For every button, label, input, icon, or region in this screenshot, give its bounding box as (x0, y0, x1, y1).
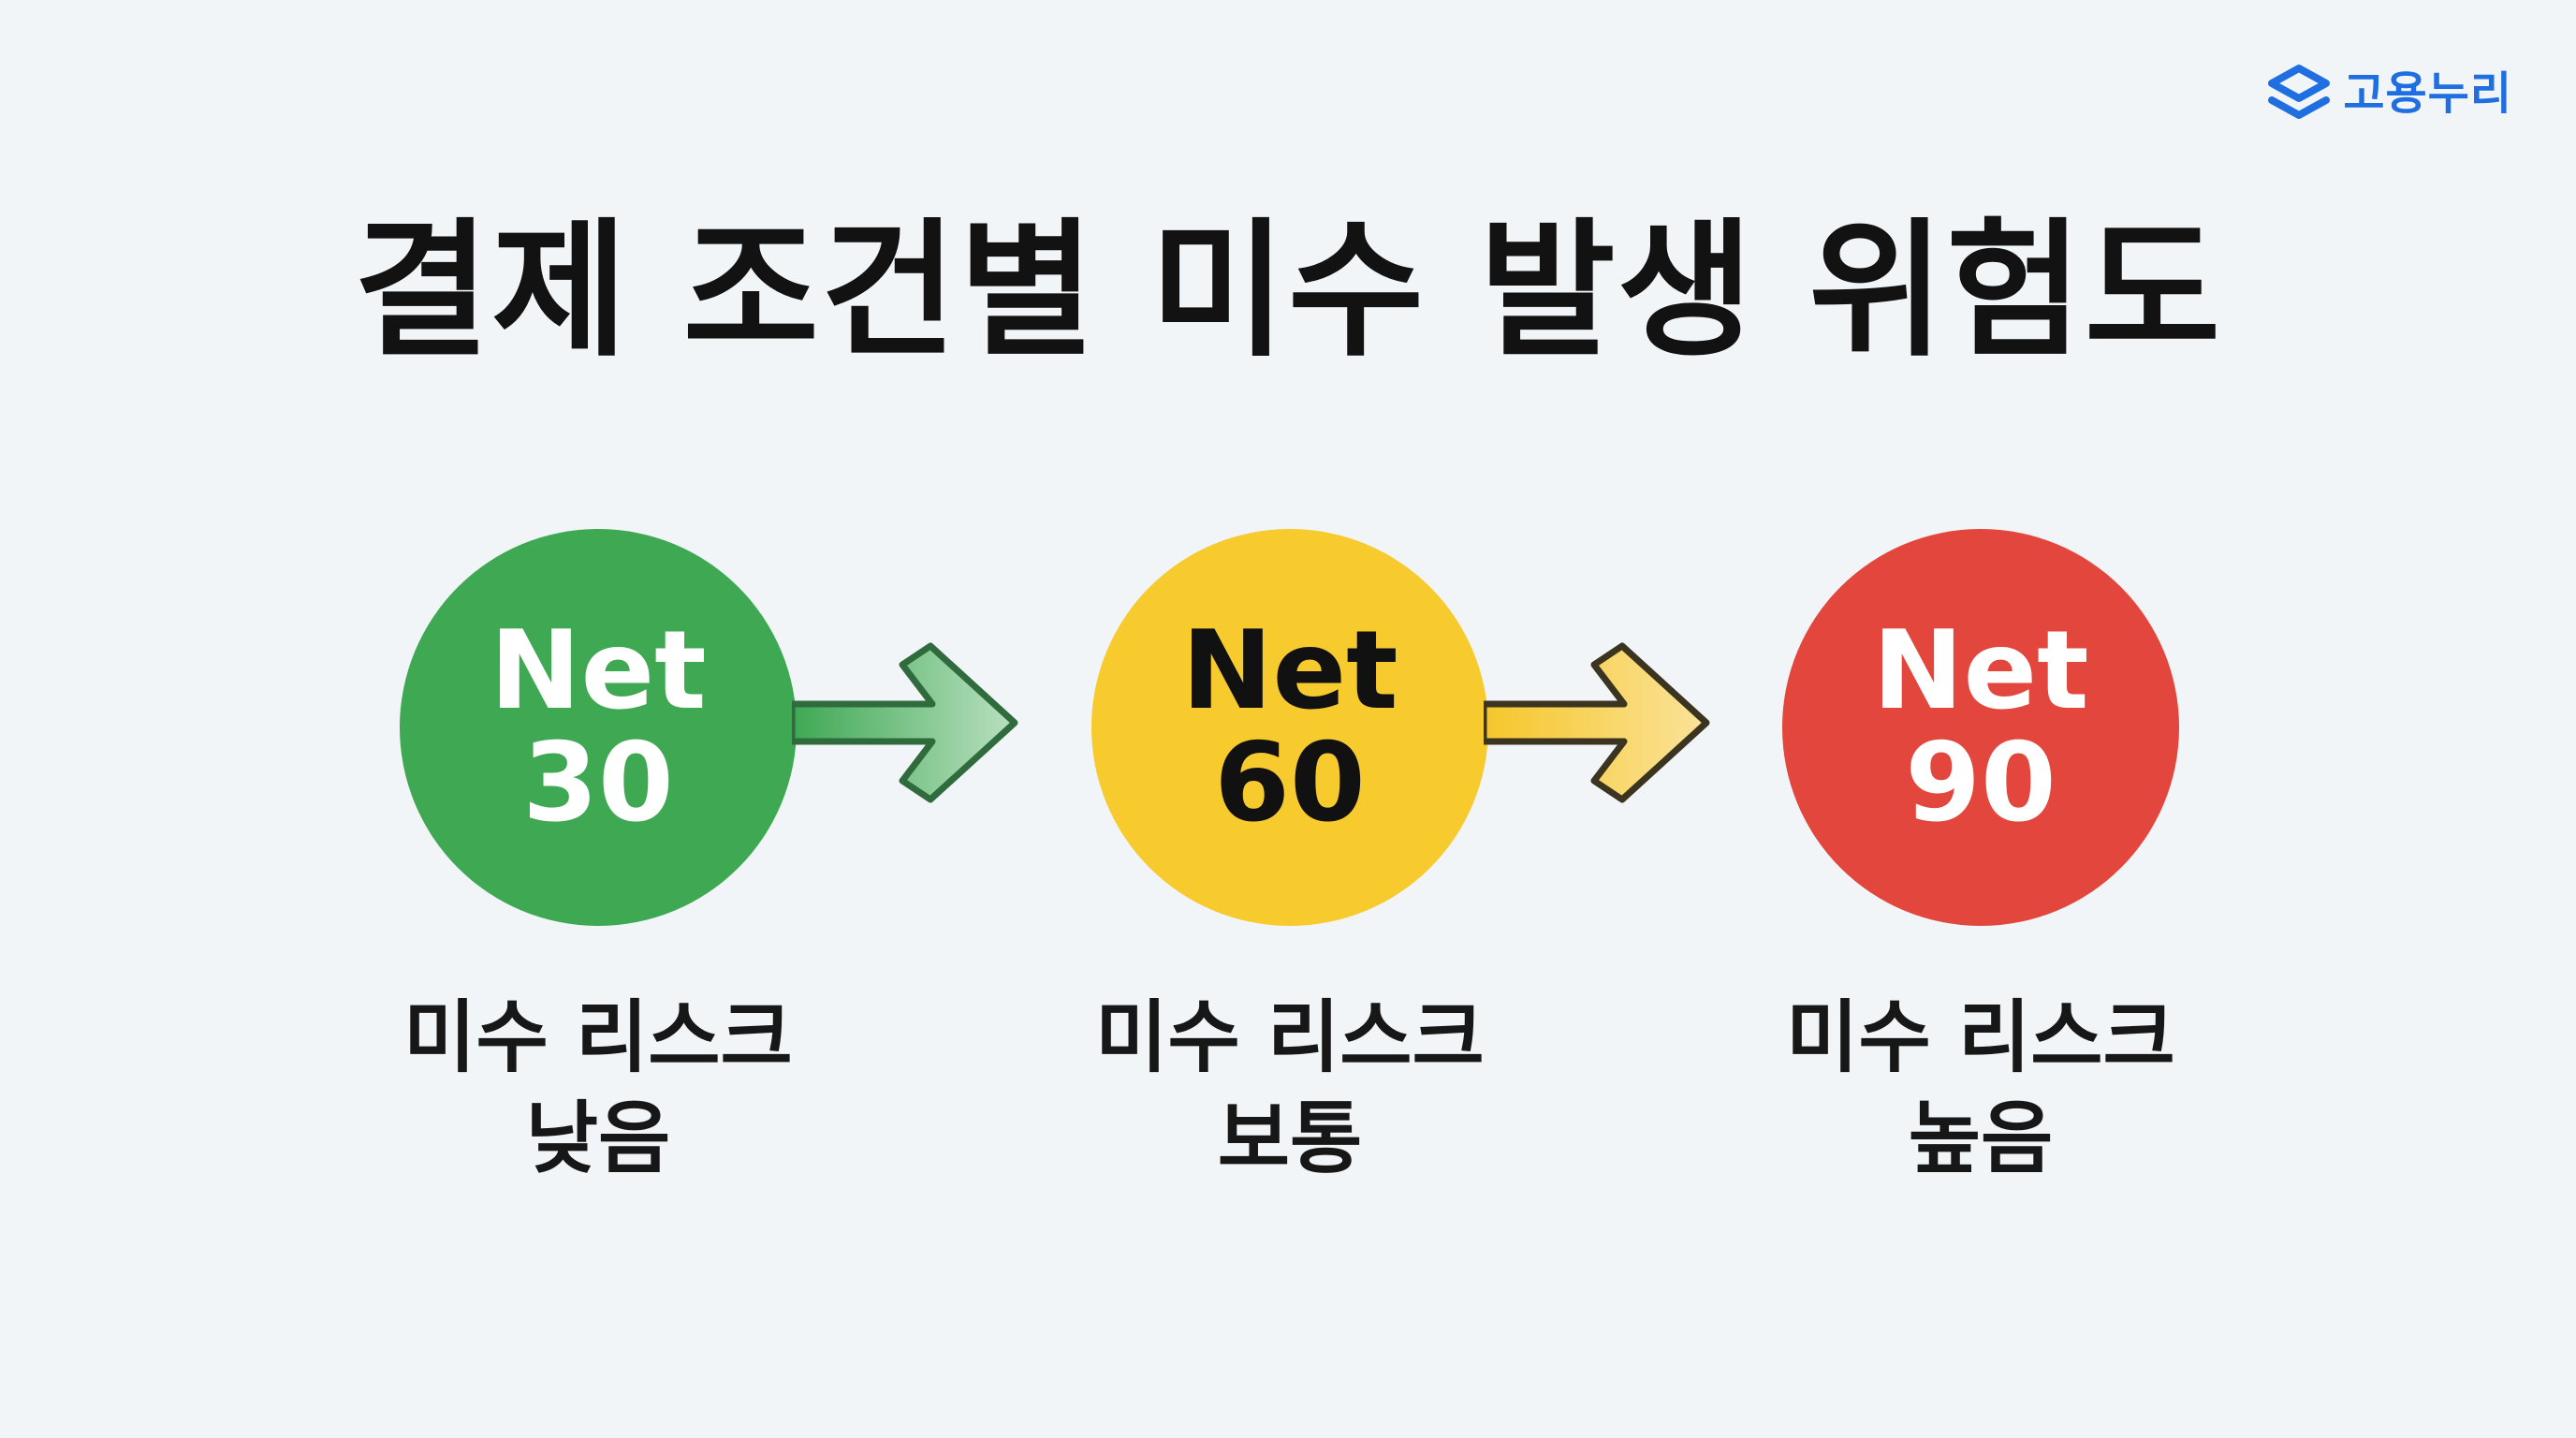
page-title: 결제 조건별 미수 발생 위험도 (353, 205, 2223, 377)
arrow-right-icon (792, 642, 1018, 803)
stage-term: 90 (1905, 720, 2056, 846)
stage-label: Net (1181, 608, 1398, 734)
risk-caption-medium: 미수 리스크 보통 (1009, 994, 1571, 1182)
brand-name: 고용누리 (2343, 67, 2512, 120)
risk-level-label: 낮음 (525, 1093, 671, 1185)
risk-caption-heading: 미수 리스크 (403, 991, 793, 1083)
stage-node-net30: Net 30 (400, 529, 797, 926)
stage-label: Net (1872, 608, 2089, 734)
risk-level-label: 높음 (1908, 1093, 2054, 1185)
risk-caption-high: 미수 리스크 높음 (1700, 994, 2261, 1182)
layers-icon (2268, 65, 2331, 119)
risk-caption-low: 미수 리스크 낮음 (317, 994, 879, 1182)
stage-node-net60: Net 60 (1091, 529, 1488, 926)
arrow-right-icon (1484, 642, 1710, 803)
stage-term: 30 (522, 720, 674, 846)
risk-caption-heading: 미수 리스크 (1095, 991, 1485, 1083)
risk-level-label: 보통 (1217, 1093, 1363, 1185)
stage-term: 60 (1214, 720, 1366, 846)
risk-caption-heading: 미수 리스크 (1786, 991, 2175, 1083)
brand-logo: 고용누리 (2264, 60, 2512, 127)
stage-node-net90: Net 90 (1782, 529, 2179, 926)
stage-label: Net (490, 608, 707, 734)
